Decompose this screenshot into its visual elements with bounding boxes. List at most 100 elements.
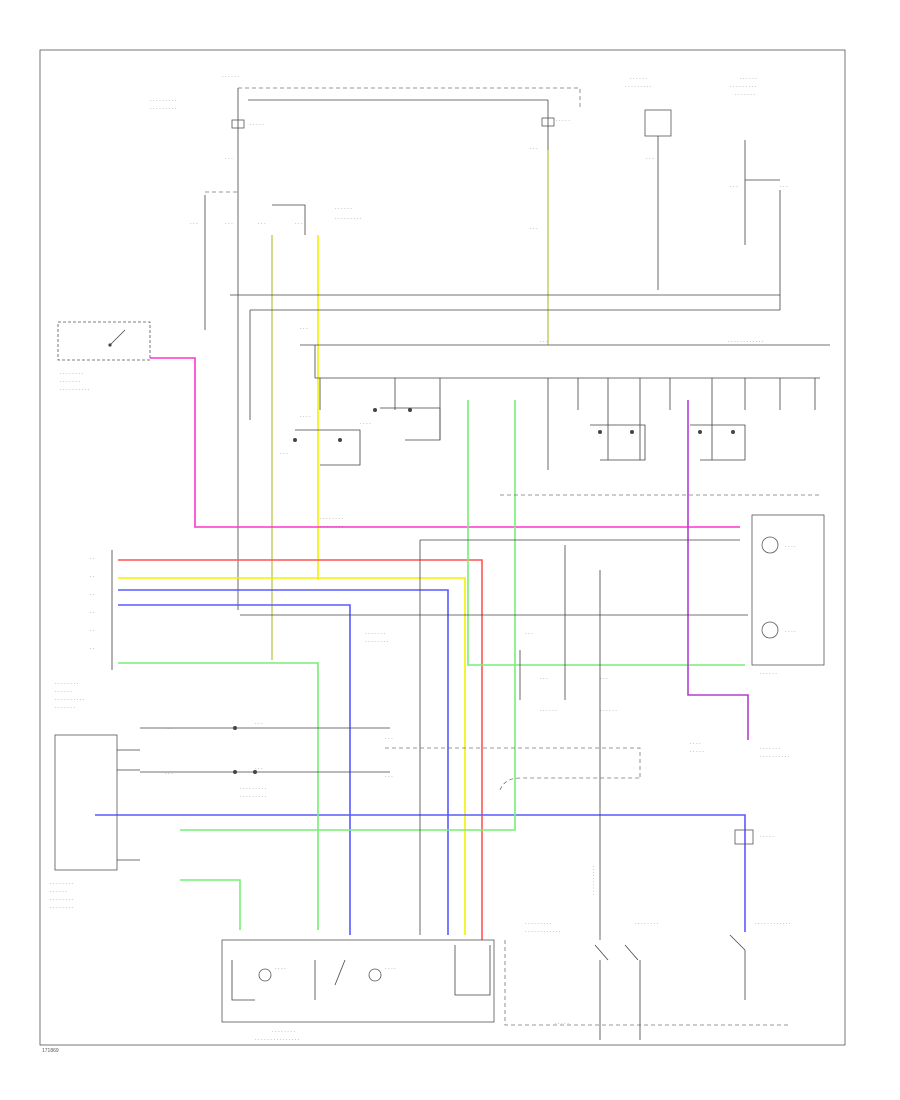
svg-text:· · · · · · · ·: · · · · · · · ·: [60, 371, 83, 377]
svg-text:· · · · · · · · · ·: · · · · · · · · · ·: [760, 754, 789, 760]
svg-text:· ·: · ·: [90, 592, 95, 598]
svg-text:· · · · · · · · ·: · · · · · · · · ·: [730, 84, 756, 90]
speed-sensor-box: [751, 514, 825, 666]
svg-text:· · · · · · · · · · · ·: · · · · · · · · · · · ·: [755, 921, 791, 927]
svg-text:· · · · · ·: · · · · · ·: [50, 889, 67, 895]
bus-bar: · · · · · · · · · · · · · · · · · ·: [300, 326, 830, 379]
svg-text:· · · · · ·: · · · · · ·: [760, 671, 777, 677]
svg-text:· ·: · ·: [90, 574, 95, 580]
svg-text:· · ·: · · ·: [280, 451, 288, 457]
wire-purple: [687, 400, 749, 740]
svg-text:· · · · ·: · · · · ·: [760, 834, 774, 840]
svg-text:· · · · · · · · · ·: · · · · · · · · · ·: [55, 697, 84, 703]
middle-relay-group: · · · · · · · · · · ·: [280, 407, 441, 466]
svg-text:· · · · · ·: · · · · · ·: [600, 708, 617, 714]
transmission-range-switch: · · · · · · · · · · · · · · · · · · · · …: [57, 321, 151, 393]
wire-red: [118, 559, 483, 940]
footer-code: 171869: [42, 1048, 59, 1054]
svg-text:· · · ·: · · · ·: [385, 966, 396, 972]
svg-text:· ·: · ·: [90, 610, 95, 616]
svg-text:· · · · ·: · · · · ·: [250, 122, 264, 128]
svg-text:· · ·: · · ·: [385, 736, 393, 742]
relay-right: · · · · · · · · · · · · · · · · · · · · …: [690, 741, 789, 845]
svg-text:· · ·: · · ·: [525, 631, 533, 637]
wire-green-1: [118, 662, 319, 930]
svg-text:· ·: · ·: [90, 646, 95, 652]
svg-text:· · · · · · ·: · · · · · · ·: [735, 92, 755, 98]
wire-yellow-long: [118, 577, 466, 935]
bus-drops: [319, 378, 816, 470]
mid-left-connectors: · · · · · · · · · · · · · · · · · · · · …: [140, 721, 393, 800]
svg-text:· · · · · · · · ·: · · · · · · · · ·: [150, 106, 176, 112]
svg-text:· · · ·: · · · ·: [690, 741, 701, 747]
fuse-relay-box-top: · · · · · · · · · · · · · · · · · · · · …: [150, 74, 581, 232]
svg-text:· · · · · · · · ·: · · · · · · · · ·: [525, 921, 551, 927]
svg-text:· · ·: · · ·: [540, 676, 548, 682]
svg-text:· · · · · · · · ·: · · · · · · · · ·: [240, 786, 266, 792]
svg-text:· · · · ·: · · · · ·: [555, 1021, 569, 1027]
svg-text:· · ·: · · ·: [385, 774, 393, 780]
svg-text:· · · · · · · ·: · · · · · · · ·: [272, 1029, 295, 1035]
svg-text:· · ·: · · ·: [225, 156, 233, 162]
svg-text:· · ·: · · ·: [255, 721, 263, 727]
svg-text:· · ·: · · ·: [225, 221, 233, 227]
svg-text:· · ·: · · ·: [600, 676, 608, 682]
svg-text:· · · ·: · · · ·: [300, 414, 311, 420]
svg-text:· · · · ·: · · · · ·: [556, 118, 570, 124]
svg-text:· · · ·: · · · ·: [785, 629, 796, 635]
svg-text:· · · · · · · ·: · · · · · · · ·: [50, 881, 73, 887]
svg-text:· · · · · · · · · · · ·: · · · · · · · · · · · ·: [525, 929, 561, 935]
svg-text:· · · · · · · · · · · · · · ·: · · · · · · · · · · · · · · ·: [255, 1037, 300, 1043]
svg-text:· · ·: · · ·: [730, 184, 738, 190]
wire-pink: [150, 357, 740, 528]
svg-text:· · ·: · · ·: [646, 156, 654, 162]
engine-control-module: · · · · · · · · · · · · · · · · · · · · …: [50, 734, 140, 911]
module-top-right-b: · · · · · · · · · · · · · · · · · · · · …: [730, 76, 788, 310]
wire-green-2: [467, 400, 745, 666]
dashed-region-right: [385, 747, 641, 780]
svg-text:· · · · · · · ·: · · · · · · · ·: [50, 905, 73, 911]
svg-text:· · · · · · · ·: · · · · · · · ·: [365, 639, 388, 645]
svg-text:· · · · · ·: · · · · · ·: [540, 708, 557, 714]
svg-text:· · · · · ·: · · · · · ·: [222, 74, 239, 80]
wire-blue-2: [118, 604, 351, 935]
svg-text:· · · · · · ·: · · · · · · ·: [365, 631, 385, 637]
svg-text:· · ·: · · ·: [190, 221, 198, 227]
bottom-right-switches: · · · · · · · · · · · · · · · · · · · · …: [504, 921, 791, 1040]
right-relay-row: [590, 424, 746, 461]
svg-text:· · · · · ·: · · · · · ·: [740, 76, 757, 82]
svg-text:· · · · · · · · · ·: · · · · · · · · · ·: [60, 387, 89, 393]
svg-text:· · ·: · · ·: [530, 146, 538, 152]
wire-green-4: [180, 879, 241, 930]
svg-text:· · ·: · · ·: [540, 339, 548, 345]
svg-text:· · ·: · · ·: [258, 221, 266, 227]
svg-text:· · · · · · · · ·: · · · · · · · · ·: [625, 84, 651, 90]
transmission-control-module: · · · · · · · · · · · · · · · · · · · · …: [55, 550, 113, 711]
wire-green-3: [180, 400, 516, 831]
svg-text:· · · · · · · · ·: · · · · · · · · ·: [150, 98, 176, 104]
upper-connector-block: · · · · · · · · · · · · · · · · · · · · …: [190, 191, 361, 610]
svg-text:· · · · · ·: · · · · · ·: [335, 206, 352, 212]
svg-text:· · · · · ·: · · · · · ·: [630, 76, 647, 82]
svg-text:· · · · · · · ·: · · · · · · · ·: [55, 681, 78, 687]
wire-blue-1: [118, 589, 449, 935]
svg-text:· · · · · · · ·: · · · · · · · ·: [635, 921, 658, 927]
svg-text:· · · · · ·: · · · · · ·: [55, 689, 72, 695]
svg-text:· · ·: · · ·: [530, 226, 538, 232]
svg-text:· · · ·: · · · ·: [785, 544, 796, 550]
svg-text:· · ·: · · ·: [255, 766, 263, 772]
svg-text:· · · · · · ·: · · · · · · ·: [60, 379, 80, 385]
svg-text:· · · ·: · · · ·: [360, 421, 371, 427]
bottom-switch-module: · · · · · · · · · · · · · · · · · · · · …: [221, 939, 495, 1043]
svg-text:· · · · · · · · · · · ·: · · · · · · · · · · · ·: [728, 339, 764, 345]
svg-text:· · · · · · ·: · · · · · · ·: [760, 746, 780, 752]
svg-text:· · ·: · · ·: [300, 326, 308, 332]
svg-text:· · · · · · · · · ·: · · · · · · · · · ·: [591, 866, 597, 895]
svg-text:· · · · · · · ·: · · · · · · · ·: [320, 516, 343, 522]
svg-text:· ·: · ·: [90, 556, 95, 562]
svg-text:· · · · · · · · ·: · · · · · · · · ·: [240, 794, 266, 800]
module-top-right-a: · · · · · · · · · · · · · · · · · ·: [625, 76, 672, 290]
svg-text:· · · · · · · ·: · · · · · · · ·: [50, 897, 73, 903]
svg-text:· ·: · ·: [90, 628, 95, 634]
